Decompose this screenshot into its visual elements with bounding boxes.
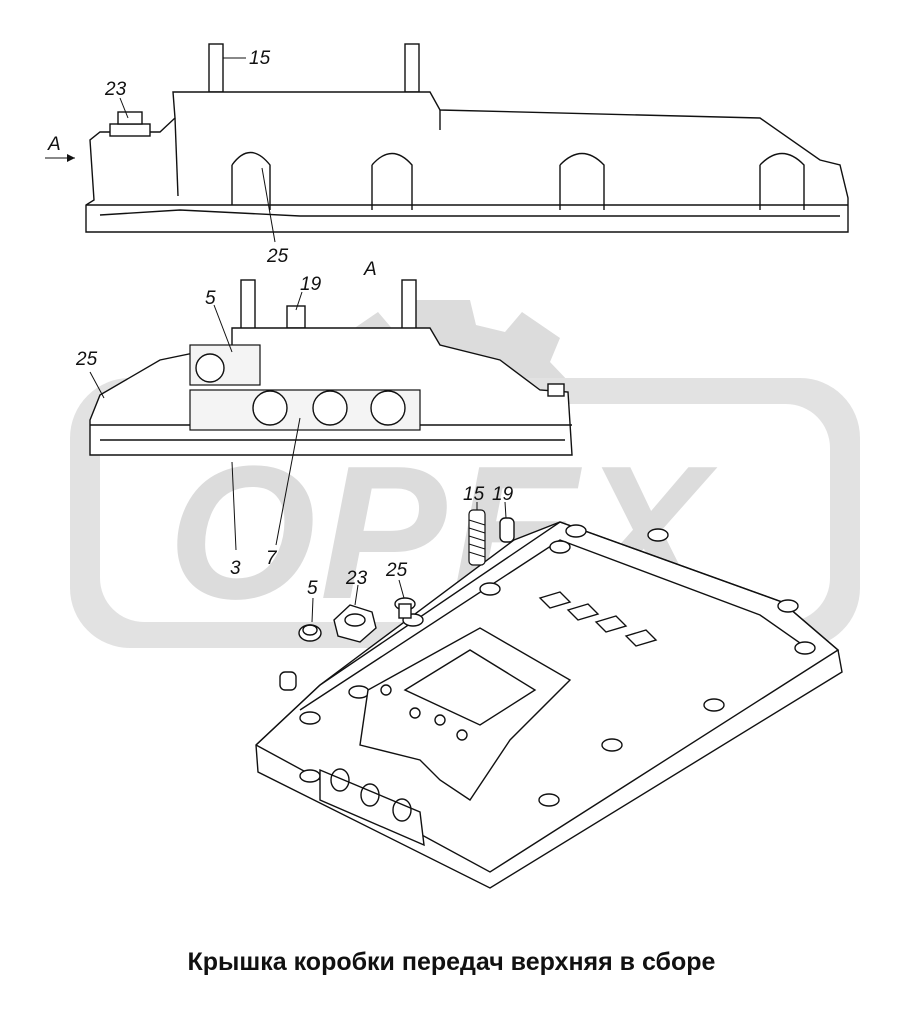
label-top-25: 25 (266, 246, 289, 267)
label-top-23: 23 (104, 79, 127, 100)
breather-23 (333, 584, 377, 643)
cover-bolt-holes (299, 524, 816, 807)
label-part-19: 19 (492, 484, 514, 505)
spring-15 (468, 502, 486, 566)
pin-small (279, 671, 297, 691)
label-part-25: 25 (385, 560, 408, 581)
callout-labels: 15 23 A 25 A 5 19 25 3 7 15 19 5 23 25 (47, 48, 514, 599)
loose-parts (279, 501, 515, 691)
top-side-view (45, 43, 849, 243)
bolt-25 (394, 579, 416, 619)
label-part-15: 15 (463, 484, 485, 505)
pin-19 (499, 517, 515, 543)
label-sec-19: 19 (300, 274, 322, 295)
isometric-cover (255, 521, 843, 889)
label-sec-7: 7 (266, 548, 278, 569)
label-top-A: A (47, 134, 61, 155)
section-view (89, 279, 573, 551)
diagram-caption: Крышка коробки передач верхняя в сборе (187, 948, 716, 976)
label-part-5: 5 (307, 578, 318, 599)
label-sec-3: 3 (230, 558, 241, 579)
label-top-15: 15 (249, 48, 271, 69)
plug-5 (298, 597, 322, 642)
label-sec-25: 25 (75, 349, 98, 370)
label-sec-5: 5 (205, 288, 216, 309)
label-view-A: A (363, 259, 377, 280)
label-part-23: 23 (345, 568, 368, 589)
